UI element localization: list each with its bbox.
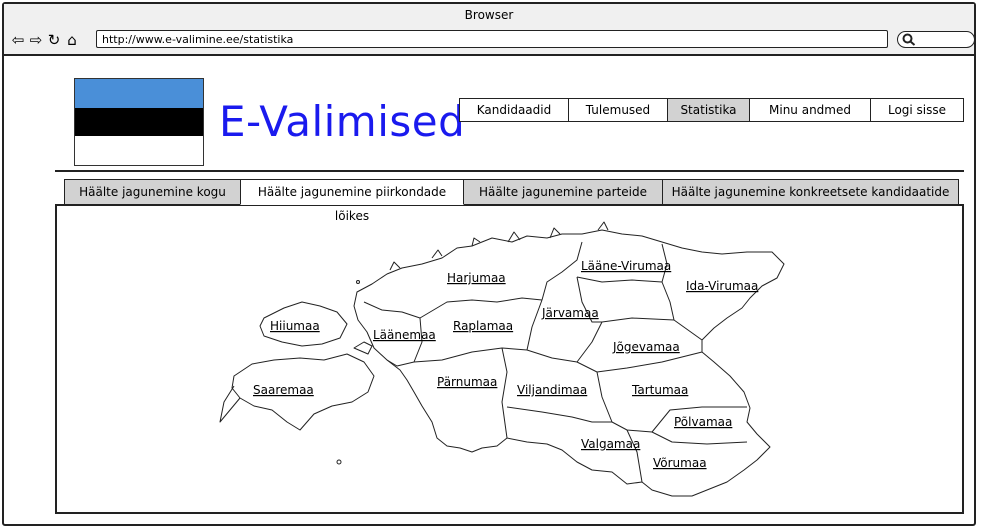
- tab-kogu-riigis[interactable]: Häälte jagunemine kogu riigis: [64, 179, 241, 223]
- tab-parteide-loikes[interactable]: Häälte jagunemine parteide lõikes: [463, 179, 663, 223]
- region-viljandimaa[interactable]: Viljandimaa: [517, 383, 587, 397]
- region-valgamaa[interactable]: Valgamaa: [581, 437, 640, 451]
- border-viljandimaa-tartumaa: [576, 361, 613, 423]
- hiiumaa-outline: [259, 301, 348, 347]
- region-raplamaa[interactable]: Raplamaa: [453, 319, 513, 333]
- islet: [336, 459, 342, 465]
- main-menu: Kandidaadid Tulemused Statistika Minu an…: [459, 98, 964, 122]
- tab-kandidaatide-loikes[interactable]: Häälte jagunemine konkreetsete kandidaat…: [662, 179, 959, 223]
- islet: [356, 280, 360, 284]
- region-jarvamaa[interactable]: Järvamaa: [541, 306, 599, 320]
- border-laanemaa-raplamaa: [413, 317, 423, 363]
- border-raplamaa-jarvamaa: [526, 299, 543, 351]
- address-bar[interactable]: http://www.e-valimine.ee/statistika: [96, 30, 888, 48]
- menu-item-kandidaadid[interactable]: Kandidaadid: [460, 99, 569, 121]
- border-laane-virumaa-ida-virumaa: [661, 243, 675, 321]
- site-title: E-Valimised: [219, 97, 466, 146]
- border-polvamaa-vorumaa: [651, 431, 748, 445]
- coast-detail: [389, 221, 609, 271]
- reload-icon[interactable]: ↻: [47, 31, 61, 49]
- menu-item-minu-andmed[interactable]: Minu andmed: [750, 99, 871, 121]
- border-valgamaa-tartumaa: [611, 406, 747, 433]
- menu-item-tulemused[interactable]: Tulemused: [569, 99, 668, 121]
- nav-buttons: ⇦⇨↻ ⌂: [10, 30, 82, 50]
- home-icon[interactable]: ⌂: [67, 31, 77, 49]
- region-ida-virumaa[interactable]: Ida-Virumaa: [686, 279, 758, 293]
- region-tartumaa[interactable]: Tartumaa: [631, 383, 688, 397]
- menu-item-statistika[interactable]: Statistika: [668, 99, 750, 121]
- border-jogevamaa-east: [673, 319, 703, 341]
- region-saaremaa[interactable]: Saaremaa: [253, 383, 314, 397]
- border-laane-virumaa-south: [576, 276, 663, 283]
- region-harjumaa[interactable]: Harjumaa: [447, 271, 506, 285]
- estonian-flag: [74, 78, 204, 166]
- border-harjumaa-east: [541, 241, 583, 301]
- region-vorumaa[interactable]: Võrumaa: [653, 456, 707, 470]
- region-laanemaa[interactable]: Läänemaa: [373, 328, 436, 342]
- border-harjumaa-raplamaa: [419, 297, 543, 319]
- border-jogevamaa-tartumaa: [596, 351, 703, 373]
- flag-stripe-blue: [75, 79, 203, 108]
- window-title: Browser: [4, 4, 974, 26]
- border-parnumaa-viljandimaa: [501, 347, 508, 439]
- border-laanemaa-parnumaa: [386, 359, 415, 367]
- region-jogevamaa[interactable]: Jõgevamaa: [612, 340, 680, 354]
- estonia-map: Harjumaa Lääne-Virumaa Ida-Virumaa Hiium…: [219, 221, 785, 497]
- forward-icon[interactable]: ⇨: [29, 31, 43, 49]
- search-box[interactable]: [897, 31, 975, 48]
- region-hiiumaa[interactable]: Hiiumaa: [270, 319, 320, 333]
- header-divider: [55, 170, 964, 172]
- flag-stripe-white: [75, 136, 203, 165]
- border-viljandimaa-valgamaa: [506, 406, 612, 423]
- search-icon: [902, 33, 916, 46]
- region-laane-virumaa[interactable]: Lääne-Virumaa: [581, 259, 671, 273]
- sorve-peninsula: [219, 385, 241, 423]
- back-icon[interactable]: ⇦: [11, 31, 25, 49]
- mainland-outline: [353, 229, 785, 497]
- region-polvamaa[interactable]: Põlvamaa: [674, 415, 732, 429]
- border-valgamaa-vorumaa: [626, 429, 643, 483]
- saaremaa-outline: [231, 353, 375, 431]
- border-jarvamaa-viljandimaa: [526, 321, 603, 363]
- stat-tabs: Häälte jagunemine kogu riigis Häälte jag…: [64, 179, 959, 223]
- border-jarvamaa-jogevamaa: [576, 276, 675, 323]
- menu-item-logi-sisse[interactable]: Logi sisse: [887, 103, 947, 117]
- tab-piirkondade-loikes[interactable]: Häälte jagunemine piirkondade lõikes: [240, 179, 464, 223]
- border-laanemaa-harjumaa: [363, 301, 421, 319]
- border-raplamaa-parnumaa: [413, 347, 528, 363]
- region-parnumaa[interactable]: Pärnumaa: [437, 375, 497, 389]
- map-panel: Harjumaa Lääne-Virumaa Ida-Virumaa Hiium…: [55, 204, 964, 514]
- flag-stripe-black: [75, 107, 203, 137]
- browser-toolbar: ⇦⇨↻ ⌂ http://www.e-valimine.ee/statistika: [4, 26, 975, 56]
- muhu-island: [353, 341, 373, 355]
